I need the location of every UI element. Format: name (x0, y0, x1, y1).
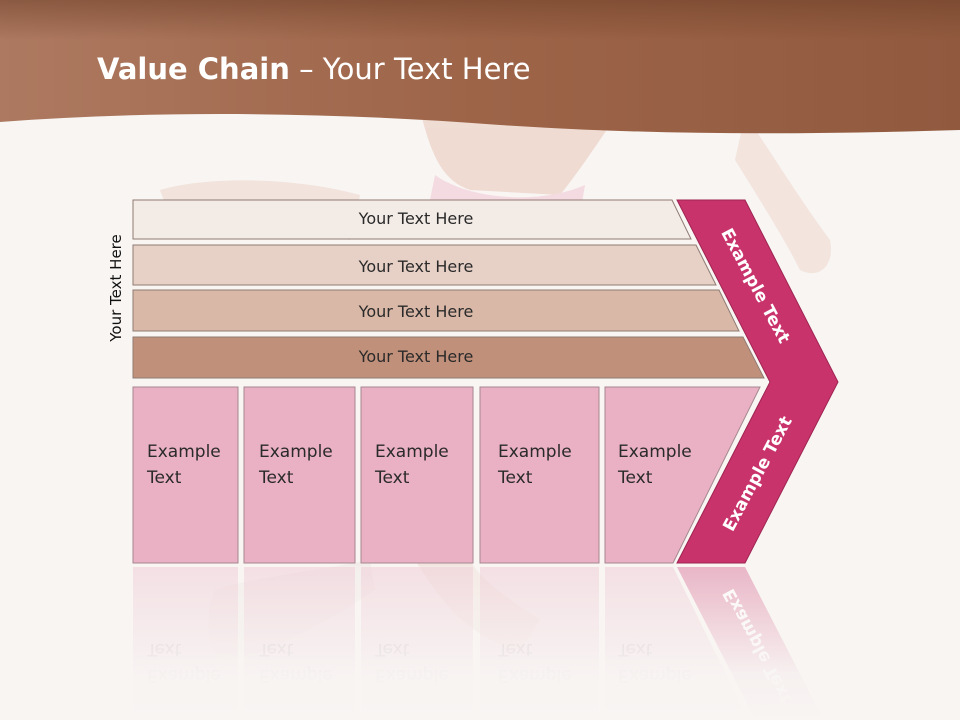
primary-cell-4-label: Example Text (498, 442, 572, 488)
support-bar-3-label: Your Text Here (358, 302, 474, 321)
primary-cell-2-label: Example Text (259, 442, 333, 488)
margin-chevron (676, 199, 839, 564)
support-bar-4 (132, 336, 765, 379)
support-bar-4-label: Your Text Here (358, 347, 474, 366)
title-bold: Value Chain (97, 52, 290, 86)
primary-cell-3-label: Example Text (375, 442, 449, 488)
support-bar-1 (132, 199, 692, 240)
primary-cell-3 (360, 386, 474, 564)
support-bar-2 (132, 244, 717, 286)
support-bar-3 (132, 289, 740, 332)
slide-title: Value Chain – Your Text Here (97, 52, 531, 86)
primary-cell-4 (479, 386, 600, 564)
support-bar-1-label: Your Text Here (358, 209, 474, 228)
title-rest: – Your Text Here (289, 52, 531, 86)
primary-cell-1-label: Example Text (147, 442, 221, 488)
support-bar-2-label: Your Text Here (358, 257, 474, 276)
primary-cell-5-label: Example Text (618, 442, 692, 488)
primary-cell-2 (243, 386, 356, 564)
primary-cell-5 (604, 386, 761, 564)
primary-cell-1 (132, 386, 239, 564)
